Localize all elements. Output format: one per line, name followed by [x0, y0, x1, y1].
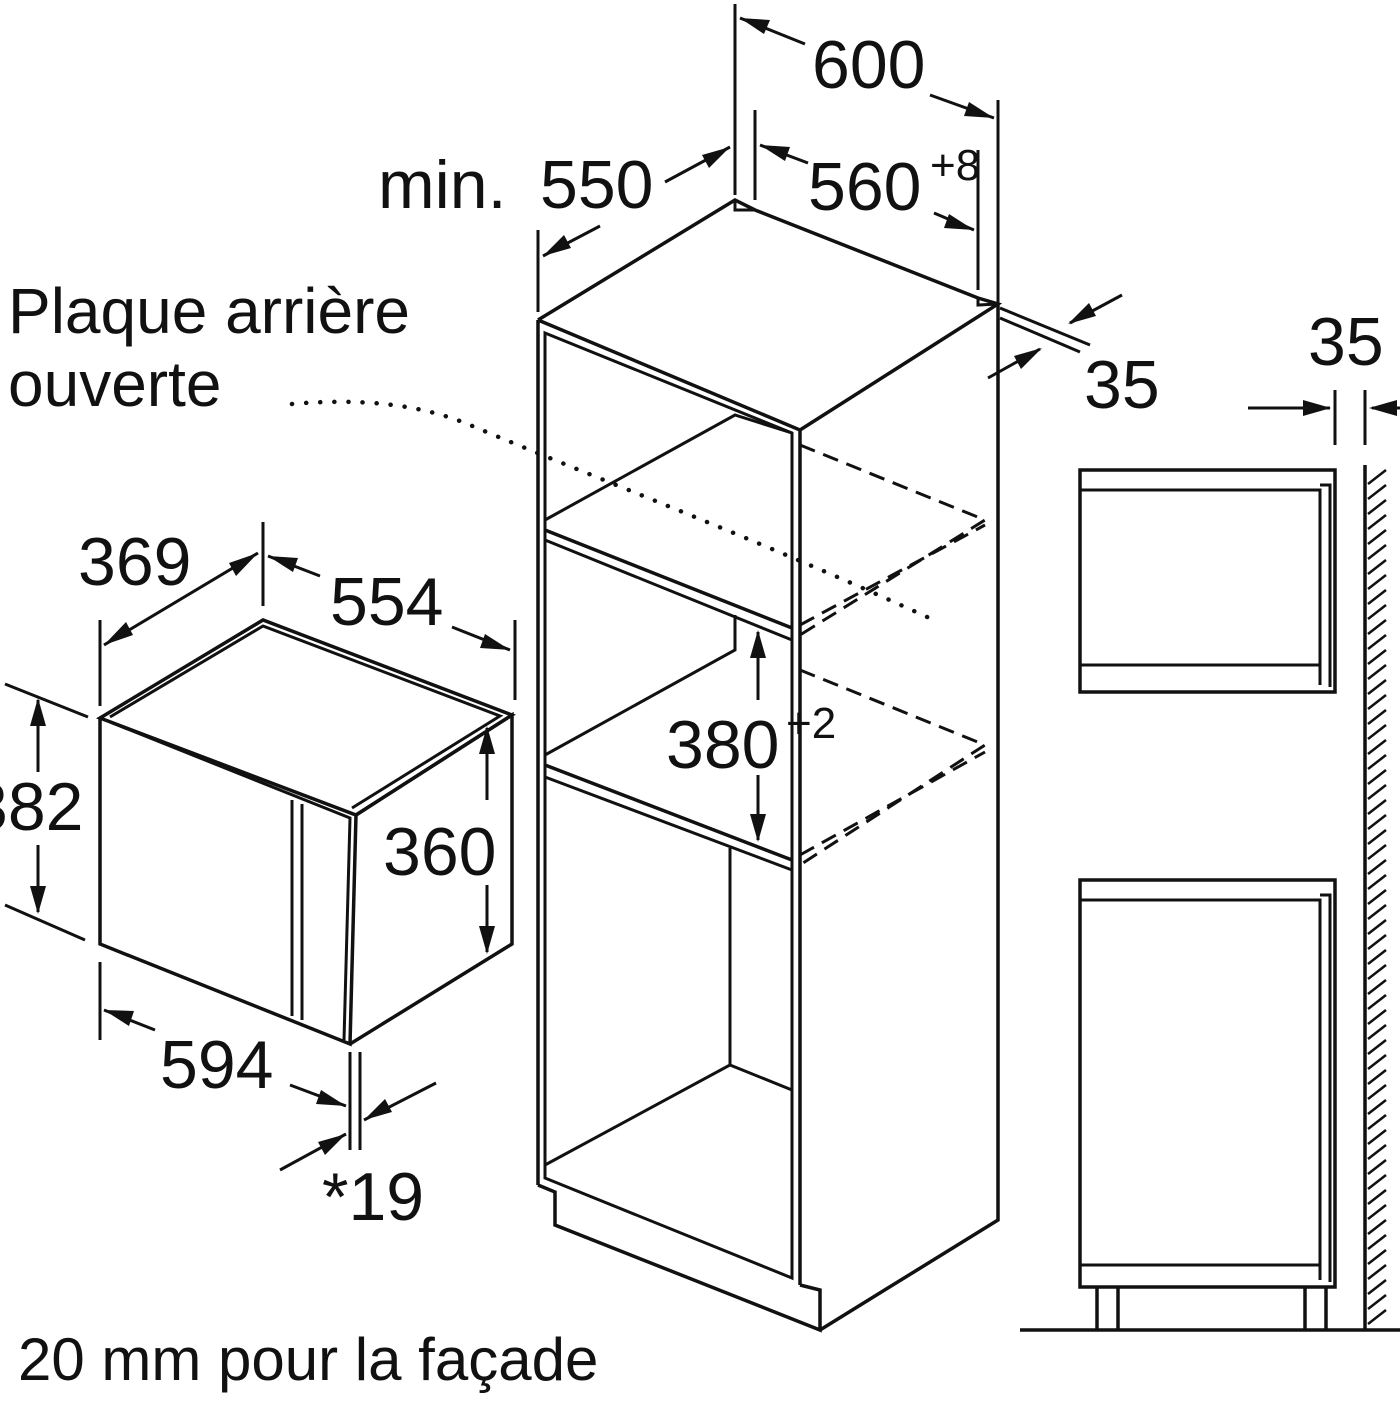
hatch-line [1367, 1219, 1387, 1235]
hatch-line [1367, 724, 1387, 740]
dim-niche-width-tolerance: +8 [930, 141, 980, 190]
hatch-line [1367, 469, 1387, 485]
hatch-line [1367, 574, 1387, 590]
hatch-line [1367, 814, 1387, 830]
dim-appliance-front-width: 594 [160, 1027, 273, 1103]
hatch-line [1367, 634, 1387, 650]
hatch-line [1367, 769, 1387, 785]
hatch-line [1367, 1279, 1387, 1295]
hatch-line [1367, 1174, 1387, 1190]
hatch-line [1367, 784, 1387, 800]
hatch-line [1367, 1204, 1387, 1220]
hatch-line [1367, 1234, 1387, 1250]
hatch-line [1367, 679, 1387, 695]
dim-front-panel-thickness: *19 [322, 1159, 424, 1235]
hatch-line [1367, 1129, 1387, 1145]
dim-niche-height: 380 [666, 707, 779, 783]
hatch-line [1367, 1294, 1387, 1310]
hatch-line [1367, 949, 1387, 965]
dim-side-gap: 35 [1084, 347, 1160, 423]
hatch-line [1367, 529, 1387, 545]
cabinet-dimension-lines [536, 4, 1123, 842]
dim-appliance-height-outer: 382 [0, 769, 83, 845]
appliance-dimension-lines [4, 522, 517, 1172]
hatch-line [1367, 1144, 1387, 1160]
hatch-line [1367, 859, 1387, 875]
labels: Plaque arrière ouverte 369 554 382 360 5… [0, 27, 1384, 1393]
hatch-line [1367, 1024, 1387, 1040]
dim-appliance-height-inner: 360 [383, 814, 496, 890]
hatch-line [1367, 1009, 1387, 1025]
rear-panel-label-line1: Plaque arrière [8, 275, 410, 347]
hatch-line [1367, 1039, 1387, 1055]
tall-cabinet [289, 198, 1003, 1333]
hatch-line [1367, 844, 1387, 860]
dim-cabinet-depth-prefix: min. [378, 147, 506, 223]
hatch-line [1367, 829, 1387, 845]
hatch-line [1367, 499, 1387, 515]
rear-panel-label-line2: ouverte [8, 348, 221, 420]
hatch-line [1367, 544, 1387, 560]
hatch-line [1367, 604, 1387, 620]
dim-niche-height-tolerance: +2 [786, 699, 836, 748]
footnote: 20 mm pour la façade [18, 1326, 598, 1393]
hatch-line [1367, 1054, 1387, 1070]
side-view [1020, 390, 1400, 1332]
microwave-appliance [96, 618, 516, 1047]
hatch-line [1367, 1084, 1387, 1100]
hatch-line [1367, 1069, 1387, 1085]
hatch-line [1367, 694, 1387, 710]
hatch-line [1367, 1189, 1387, 1205]
hatch-line [1367, 934, 1387, 950]
hatch-line [1367, 979, 1387, 995]
hatch-line [1367, 994, 1387, 1010]
hatch-line [1367, 709, 1387, 725]
dim-cabinet-min-depth: 550 [540, 147, 653, 223]
hatch-line [1367, 919, 1387, 935]
hatch-line [1367, 1099, 1387, 1115]
hatch-line [1367, 559, 1387, 575]
hatch-line [1367, 799, 1387, 815]
hatch-line [1367, 1249, 1387, 1265]
hatch-line [1367, 754, 1387, 770]
hatch-line [1367, 589, 1387, 605]
dim-cabinet-width: 600 [812, 27, 925, 103]
hatch-line [1367, 889, 1387, 905]
dim-niche-width: 560 [808, 149, 921, 225]
hatch-line [1367, 619, 1387, 635]
hatch-line [1367, 664, 1387, 680]
hatch-line [1367, 1309, 1387, 1325]
hatch-line [1367, 739, 1387, 755]
hatch-line [1367, 1114, 1387, 1130]
wall-hatching [1367, 469, 1387, 1325]
hatch-line [1367, 1159, 1387, 1175]
dim-side-view-gap: 35 [1308, 304, 1384, 380]
dim-appliance-depth: 369 [78, 524, 191, 600]
dim-appliance-width: 554 [330, 564, 443, 640]
hatch-line [1367, 649, 1387, 665]
hatch-line [1367, 1264, 1387, 1280]
hatch-line [1367, 484, 1387, 500]
hatch-line [1367, 514, 1387, 530]
hatch-line [1367, 904, 1387, 920]
hatch-line [1367, 964, 1387, 980]
hatch-line [1367, 874, 1387, 890]
